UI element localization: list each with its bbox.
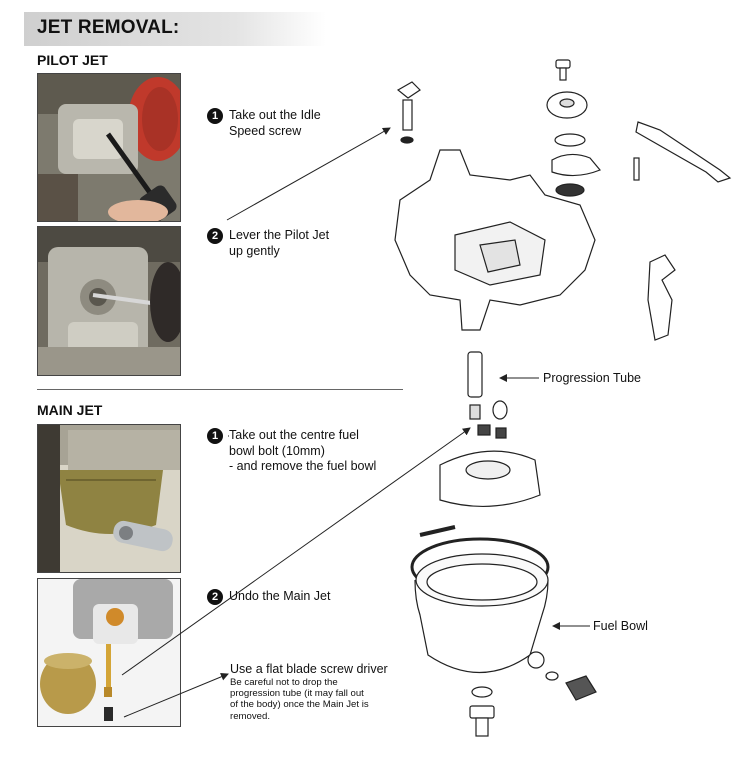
step-number-badge: 1 bbox=[207, 108, 223, 124]
carburettor-parts bbox=[394, 59, 732, 737]
pilot-step-1: 1 Take out the Idle Speed screw bbox=[207, 108, 321, 139]
progression-tube-icon bbox=[467, 351, 483, 398]
step-text: Lever the Pilot Jet up gently bbox=[229, 228, 330, 258]
photo-idle-screw-removal bbox=[37, 73, 181, 222]
pilot-jet-heading: PILOT JET bbox=[37, 52, 108, 68]
idle-screw-icon bbox=[396, 81, 421, 144]
screwdriver-note: Use a flat blade screw driver Be careful… bbox=[230, 662, 410, 722]
leader-idle-screw bbox=[226, 127, 391, 221]
fuel-bowl-label: Fuel Bowl bbox=[593, 619, 648, 633]
top-screw-icon bbox=[555, 59, 571, 81]
leader-screwdriver bbox=[123, 672, 229, 718]
section-divider bbox=[37, 389, 403, 390]
drain-screw-icon bbox=[565, 675, 597, 701]
note-title: Use a flat blade screw driver bbox=[230, 662, 388, 676]
bowl-bolt-icon bbox=[469, 705, 495, 737]
step-number-badge: 2 bbox=[207, 228, 223, 244]
leader-lines bbox=[121, 127, 590, 718]
step-text: Undo the Main Jet bbox=[229, 589, 331, 603]
page-title: JET REMOVAL: bbox=[37, 17, 180, 38]
jet-washer-icon bbox=[492, 400, 508, 420]
gasket-icon bbox=[554, 133, 586, 147]
photo-pilot-jet-lever bbox=[37, 226, 181, 376]
main-step-1: 1 Take out the centre fuel bowl bolt (10… bbox=[207, 428, 376, 475]
main-jet-icon bbox=[469, 404, 481, 420]
choke-valve-icon bbox=[551, 153, 601, 177]
seal-icon bbox=[555, 183, 585, 197]
step-text: Take out the centre fuel bowl bolt (10mm… bbox=[229, 428, 377, 473]
main-step-2: 2 Undo the Main Jet bbox=[207, 589, 330, 605]
step-number-badge: 1 bbox=[207, 428, 223, 444]
choke-lever-icon bbox=[647, 254, 676, 341]
progression-tube-label: Progression Tube bbox=[543, 371, 641, 385]
photo-fuel-bowl-bolt bbox=[37, 424, 181, 573]
step-number-badge: 2 bbox=[207, 589, 223, 605]
note-body: Be careful not to drop the progression t… bbox=[230, 677, 369, 722]
step-text: Take out the Idle Speed screw bbox=[229, 108, 321, 138]
header-bar bbox=[24, 12, 326, 46]
pilot-step-2: 2 Lever the Pilot Jet up gently bbox=[207, 228, 329, 259]
throttle-lever-icon bbox=[635, 121, 732, 183]
leader-main-jet bbox=[121, 427, 471, 676]
main-jet-heading: MAIN JET bbox=[37, 402, 103, 418]
bowl-washer-icon bbox=[471, 686, 493, 698]
photo-main-jet-undo bbox=[37, 578, 181, 727]
